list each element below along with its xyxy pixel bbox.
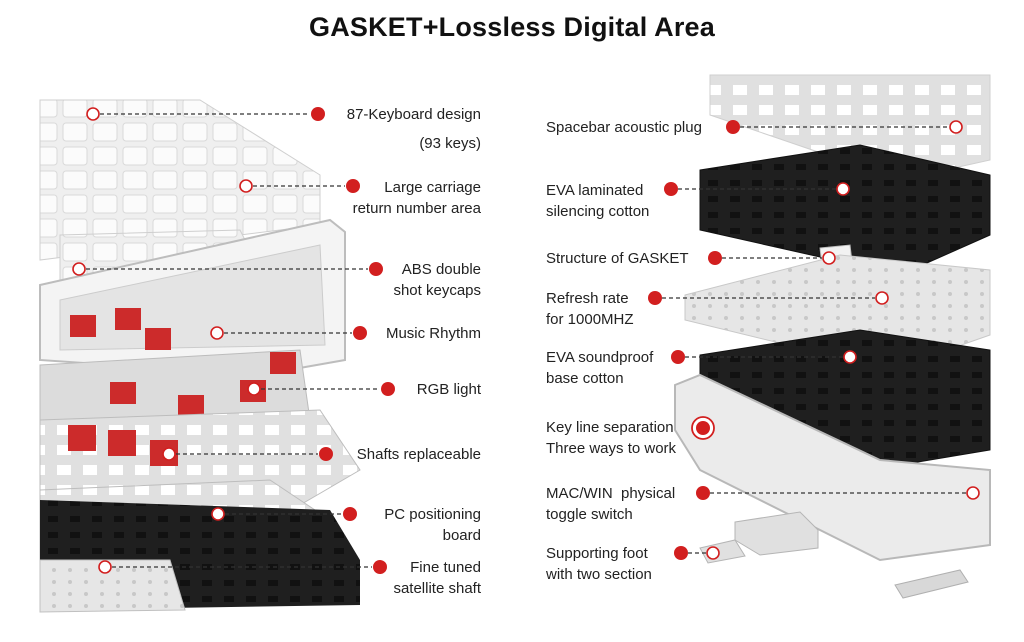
callout-line: with two section — [546, 564, 652, 585]
callout-line: silencing cotton — [546, 201, 649, 222]
callout-refresh-rate: Refresh rate for 1000MHZ — [546, 288, 634, 330]
callout-line: base cotton — [546, 368, 653, 389]
callout-shafts-replaceable: Shafts replaceable — [357, 444, 481, 465]
callout-line: board — [384, 525, 481, 546]
callout-line: Spacebar acoustic plug — [546, 117, 702, 138]
callout-line: PC positioning — [384, 504, 481, 525]
callout-line: RGB light — [417, 379, 481, 400]
callout-rgb-light: RGB light — [417, 379, 481, 400]
callout-line: satellite shaft — [393, 578, 481, 599]
callout-mac-win-toggle: MAC/WIN physical toggle switch — [546, 483, 675, 525]
callout-music-rhythm: Music Rhythm — [386, 323, 481, 344]
callout-line: return number area — [353, 198, 481, 219]
callout-large-carriage: Large carriage return number area — [353, 177, 481, 219]
callout-line: MAC/WIN physical — [546, 483, 675, 504]
stabilizer-plate — [40, 560, 185, 612]
callout-line: Key line separation — [546, 417, 676, 438]
callout-pc-positioning-board: PC positioning board — [384, 504, 481, 546]
left-exploded-stack — [40, 100, 360, 612]
callout-line: for 1000MHZ — [546, 309, 634, 330]
key-line-separation-marker — [692, 417, 714, 439]
callout-line: shot keycaps — [393, 280, 481, 301]
foot-pad — [895, 570, 968, 598]
callout-line: toggle switch — [546, 504, 675, 525]
callout-line: Large carriage — [353, 177, 481, 198]
callout-line: Supporting foot — [546, 543, 652, 564]
callout-eva-soundproof: EVA soundproof base cotton — [546, 347, 653, 389]
right-exploded-stack — [675, 75, 990, 598]
callout-line: Music Rhythm — [386, 323, 481, 344]
callout-key-line-separation: Key line separation Three ways to work — [546, 417, 676, 459]
callout-line: ABS double — [393, 259, 481, 280]
callout-line: (93 keys) — [347, 133, 481, 154]
callout-line: EVA soundproof — [546, 347, 653, 368]
callout-line: EVA laminated — [546, 180, 649, 201]
callout-line: Fine tuned — [393, 557, 481, 578]
callout-eva-laminated: EVA laminated silencing cotton — [546, 180, 649, 222]
callout-line: Refresh rate — [546, 288, 634, 309]
callout-line: Structure of GASKET — [546, 248, 689, 269]
callout-line: Shafts replaceable — [357, 444, 481, 465]
callout-line: Three ways to work — [546, 438, 676, 459]
toggle-switch-block — [735, 512, 818, 555]
callout-87-keyboard-design: 87-Keyboard design (93 keys) — [347, 104, 481, 154]
callout-line: 87-Keyboard design — [347, 104, 481, 125]
callout-satellite-shaft: Fine tuned satellite shaft — [393, 557, 481, 599]
callout-gasket-structure: Structure of GASKET — [546, 248, 689, 269]
callout-supporting-foot: Supporting foot with two section — [546, 543, 652, 585]
callout-spacebar-acoustic-plug: Spacebar acoustic plug — [546, 117, 702, 138]
callout-abs-keycaps: ABS double shot keycaps — [393, 259, 481, 301]
